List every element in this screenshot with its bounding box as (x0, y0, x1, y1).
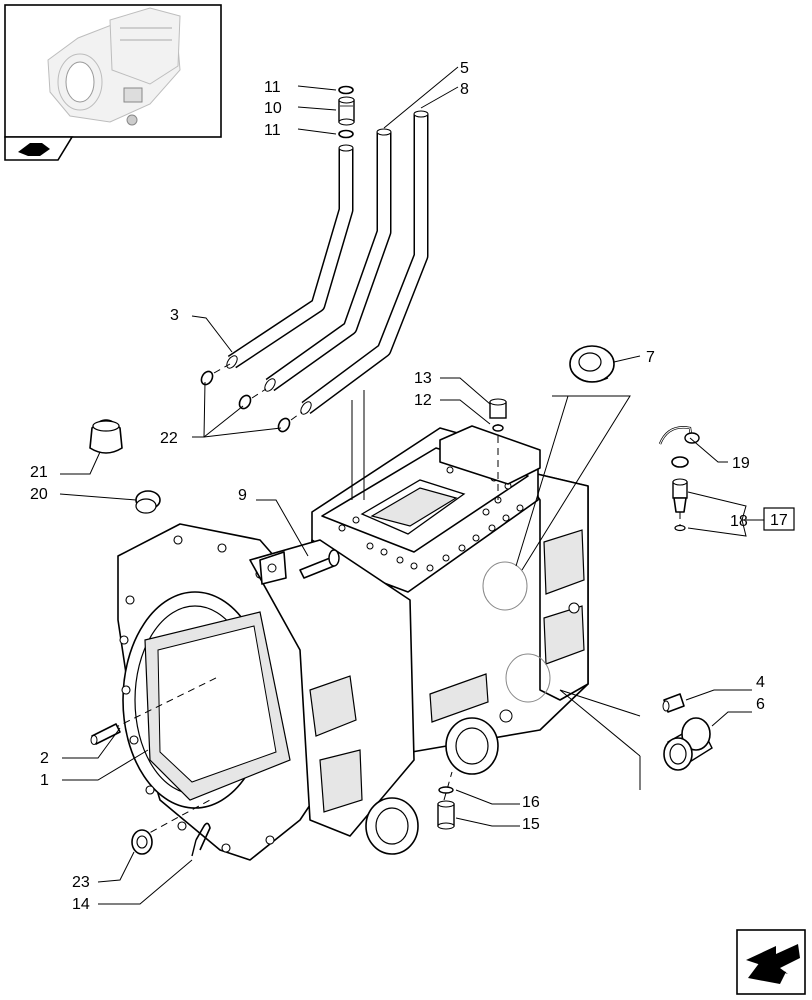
split-pin-14 (191, 822, 211, 857)
label-12: 12 (414, 392, 432, 409)
o-rings-22 (200, 363, 303, 433)
label-18: 18 (730, 513, 748, 530)
leader-lines (59, 66, 764, 905)
washer-23 (131, 829, 153, 855)
label-6: 6 (756, 696, 765, 713)
plug-20 (135, 490, 161, 514)
reference-box-17 (763, 507, 795, 531)
label-15: 15 (522, 816, 540, 833)
label-4: 4 (756, 674, 765, 691)
label-22: 22 (160, 430, 178, 447)
thumbnail-panel[interactable] (4, 4, 222, 161)
plug-15 (437, 786, 455, 830)
label-11-top: 11 (264, 79, 281, 96)
label-3: 3 (170, 307, 179, 324)
label-20: 20 (30, 486, 48, 503)
seal-7 (569, 345, 615, 383)
plug-13 (489, 398, 507, 432)
label-9: 9 (238, 487, 247, 504)
tube-5 (264, 128, 392, 392)
tube-3 (226, 144, 354, 369)
coupling-10 (338, 85, 355, 139)
fitting-18 (672, 478, 688, 532)
label-10: 10 (264, 100, 282, 117)
label-13: 13 (414, 370, 432, 387)
label-2: 2 (40, 750, 49, 767)
tube-8 (300, 110, 429, 415)
label-1: 1 (40, 772, 49, 789)
label-14: 14 (72, 896, 90, 913)
label-7: 7 (646, 349, 655, 366)
plug-4 (662, 693, 685, 713)
transmission-housing (117, 425, 589, 861)
label-11-bottom: 11 (264, 122, 281, 139)
pin-2 (90, 723, 121, 745)
cap-21 (89, 419, 123, 454)
breather-19 (658, 426, 700, 468)
transmission-thumbnail-icon (47, 7, 181, 126)
label-21: 21 (30, 464, 48, 481)
bolt-9 (299, 549, 340, 579)
label-16: 16 (522, 794, 540, 811)
label-5: 5 (460, 60, 469, 77)
label-23: 23 (72, 874, 90, 891)
label-8: 8 (460, 81, 469, 98)
label-19: 19 (732, 455, 750, 472)
label-17: 17 (770, 512, 788, 529)
next-page-arrow-icon[interactable] (736, 929, 806, 995)
part-labels: 11 10 11 5 8 3 22 7 13 12 19 21 20 9 18 … (30, 60, 788, 913)
ring-6 (663, 717, 713, 771)
